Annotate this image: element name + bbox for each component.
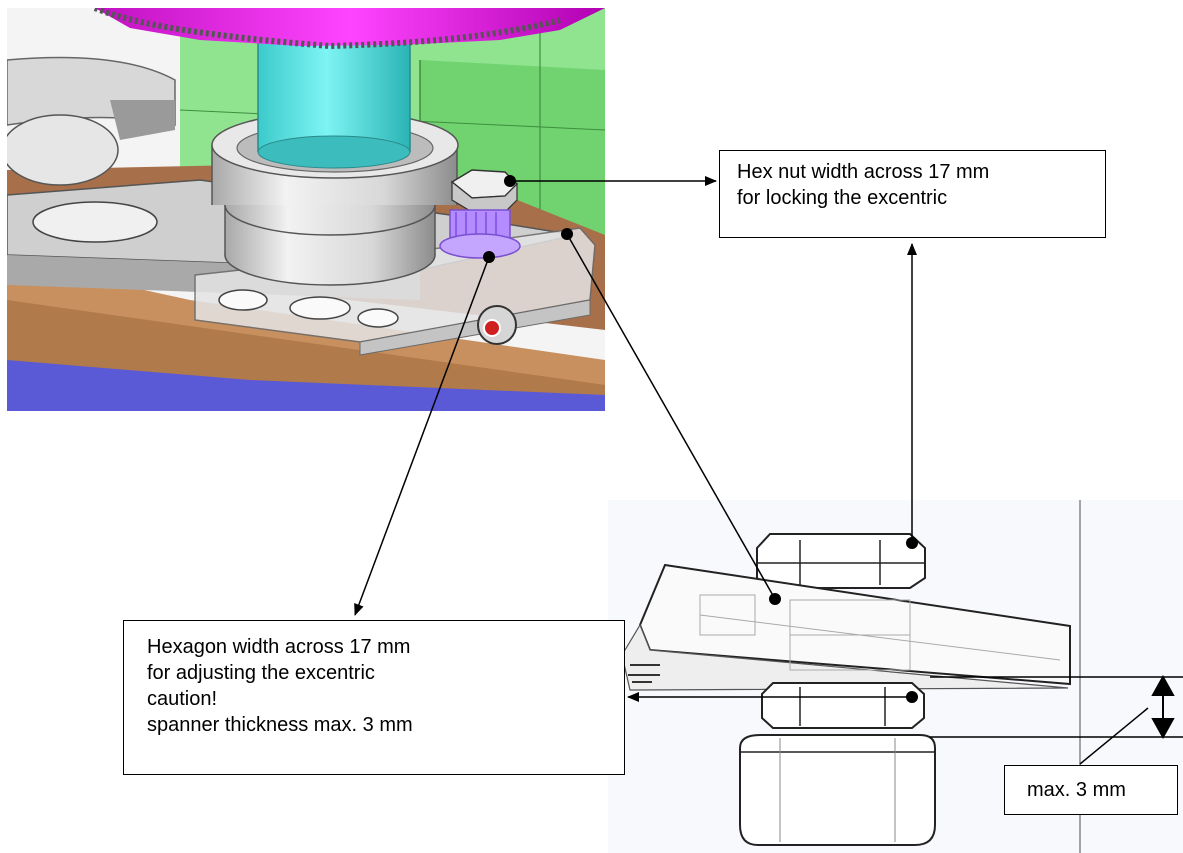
dot-adjuster: [483, 251, 495, 263]
dot-hexnut: [504, 175, 516, 187]
hexagon-callout-line-1: Hexagon width across 17 mm: [147, 636, 411, 658]
hexagon-callout-line-3: caution!: [147, 688, 218, 710]
leader-dots: [483, 175, 918, 703]
hex-nut-callout-line-1: Hex nut width across 17 mm: [737, 161, 990, 183]
hex-nut-callout-line-2: for locking the excentric: [737, 187, 948, 209]
leader-bracket-to-detail: [566, 233, 776, 600]
leader-adjuster-to-box: [354, 256, 490, 616]
hexagon-callout: Hexagon width across 17 mm for adjusting…: [123, 620, 625, 775]
leader-lines: [354, 176, 1149, 765]
leader-gap-to-label: [1079, 707, 1149, 765]
dot-detail-upper-nut: [906, 537, 918, 549]
dot-detail-bracket: [769, 593, 781, 605]
cad-rendering: [7, 8, 605, 411]
dot-detail-lower-nut: [906, 691, 918, 703]
hexagon-callout-line-4: spanner thickness max. 3 mm: [147, 714, 413, 736]
max-gap-label: max. 3 mm: [1027, 779, 1126, 801]
dot-bracket: [561, 228, 573, 240]
hex-nut-callout: Hex nut width across 17 mm for locking t…: [719, 150, 1106, 238]
max-gap-callout: max. 3 mm: [1004, 765, 1178, 815]
dimension-arrow: [1151, 674, 1175, 740]
hexagon-callout-line-2: for adjusting the excentric: [147, 662, 375, 684]
